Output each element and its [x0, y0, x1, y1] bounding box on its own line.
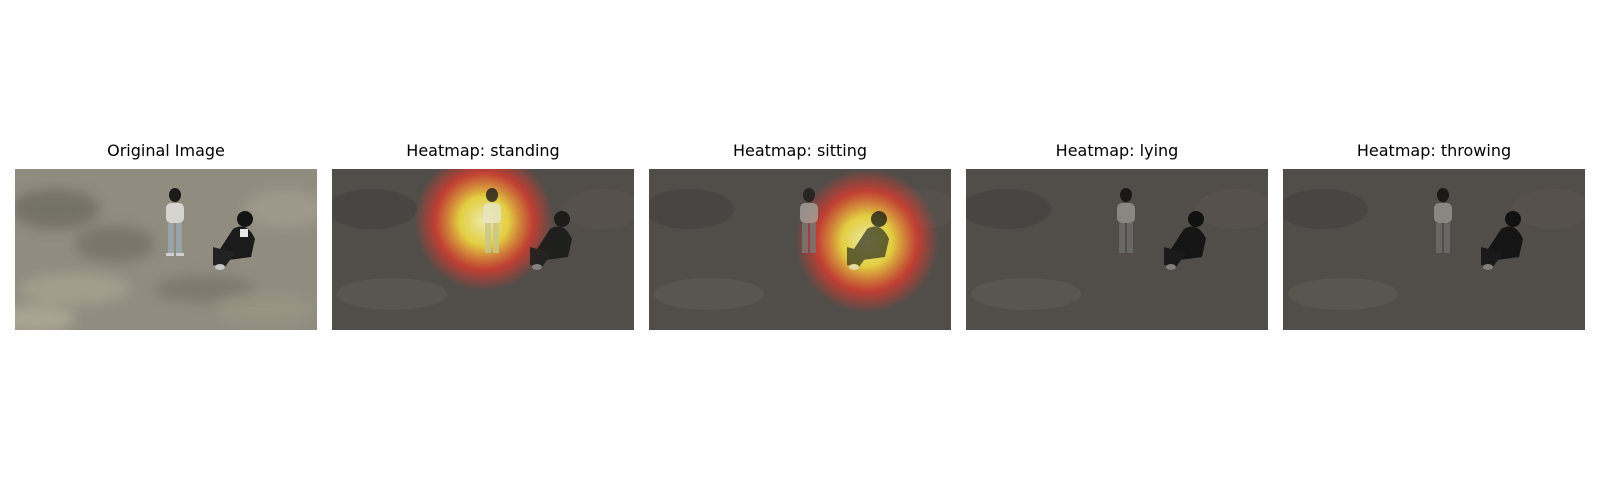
heatmap-image-throwing	[1283, 169, 1585, 330]
standing-person	[166, 188, 184, 256]
sitting-person	[213, 211, 255, 270]
heatmap-image-sitting	[649, 169, 951, 330]
panel-title: Heatmap: throwing	[1356, 141, 1512, 160]
panel-title: Original Image	[107, 141, 225, 160]
panel-title: Heatmap: lying	[1055, 141, 1179, 160]
heatmap-image-lying	[966, 169, 1268, 330]
heatmap-image-standing	[332, 169, 634, 330]
panel-title: Heatmap: sitting	[732, 141, 868, 160]
original-image	[15, 169, 317, 330]
panel-title: Heatmap: standing	[406, 141, 560, 160]
